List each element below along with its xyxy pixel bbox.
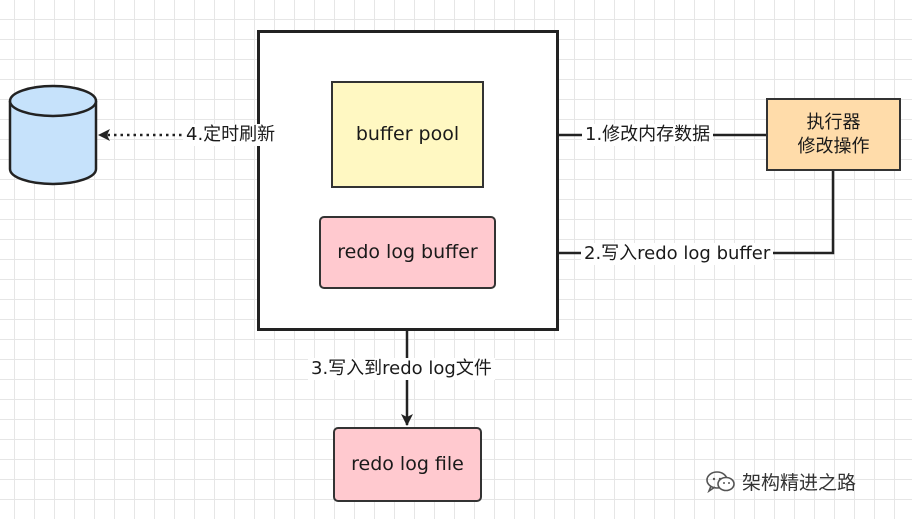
watermark-text: 架构精进之路 [742,472,857,494]
edge-step2-label: 2.写入redo log buffer [581,243,774,265]
redo-log-buffer-label: redo log buffer [337,241,478,264]
executor-node: 执行器 修改操作 [766,98,901,171]
buffer-pool-label: buffer pool [355,123,460,146]
executor-label-line2: 修改操作 [797,135,870,157]
redo-log-file-label: redo log file [351,453,464,476]
edge-step1-label: 1.修改内存数据 [582,124,714,146]
wechat-icon [706,470,735,493]
database-cylinder-icon [8,84,98,186]
redo-log-file-node: redo log file [333,427,482,502]
edge-step4-label: 4.定时刷新 [183,124,279,146]
executor-label-line1: 执行器 [806,112,861,134]
edge-step3-label: 3.写入到redo log文件 [308,358,495,380]
watermark: 架构精进之路 [706,468,856,495]
redo-log-buffer-node: redo log buffer [319,216,496,289]
buffer-pool-node: buffer pool [331,81,484,188]
